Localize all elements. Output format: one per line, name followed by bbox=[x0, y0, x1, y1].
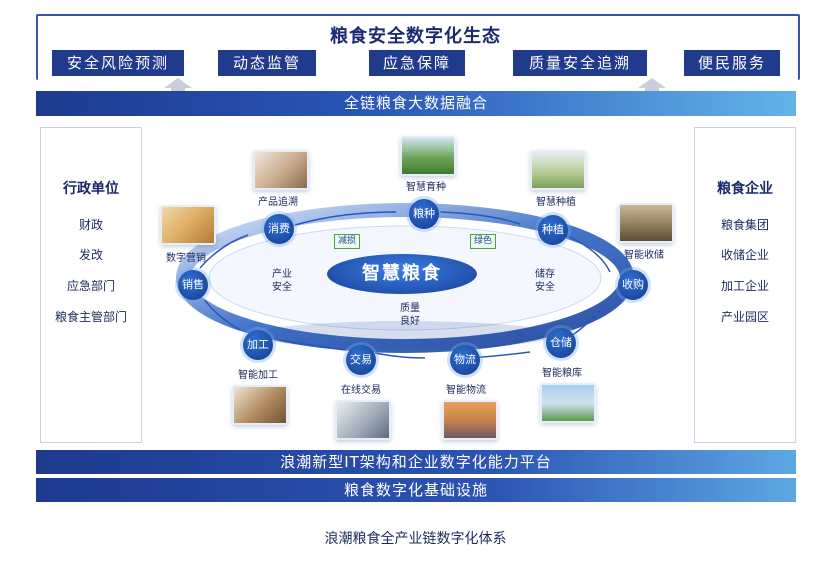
tag-green: 绿色 bbox=[470, 234, 497, 249]
inner-label-quality: 质量 良好 bbox=[400, 303, 420, 327]
inner-label-industry-safety: 产业 安全 bbox=[272, 269, 292, 293]
label-smart-breeding: 智慧育种 bbox=[406, 182, 446, 193]
node-seed: 粮种 bbox=[409, 199, 439, 229]
tab-emergency-support: 应急保障 bbox=[369, 50, 465, 76]
node-trading: 交易 bbox=[346, 345, 376, 375]
smart-grain-center: 智慧粮食 bbox=[327, 254, 477, 294]
arrow-connector bbox=[439, 211, 521, 225]
trading-photo bbox=[335, 400, 391, 440]
arrow-connector bbox=[374, 352, 426, 359]
label-product-traceability: 产品追溯 bbox=[258, 197, 298, 208]
list-item: 应急部门 bbox=[66, 279, 115, 293]
logistics-photo bbox=[442, 400, 498, 440]
marketing-photo bbox=[160, 205, 216, 245]
cycle-arrows bbox=[199, 211, 611, 359]
it-platform-bar: 浪潮新型IT架构和企业数字化能力平台 bbox=[36, 450, 796, 474]
tab-quality-traceability: 质量安全追溯 bbox=[513, 50, 647, 76]
arrow-connector bbox=[204, 299, 241, 331]
arrow-connector bbox=[279, 339, 346, 351]
granary-photo bbox=[540, 383, 596, 423]
planting-photo bbox=[530, 150, 586, 190]
ecosystem-frame bbox=[36, 14, 800, 80]
tab-public-service: 便民服务 bbox=[684, 50, 780, 76]
node-purchase: 收购 bbox=[618, 270, 648, 300]
list-item: 粮食集团 bbox=[720, 218, 769, 232]
node-consumption: 消费 bbox=[264, 214, 294, 244]
label-digital-marketing: 数字营销 bbox=[166, 253, 206, 264]
label-smart-planting: 智慧种植 bbox=[536, 197, 576, 208]
node-sales: 销售 bbox=[178, 270, 208, 300]
label-smart-storage-purchase: 智能收储 bbox=[624, 250, 664, 261]
label-smart-processing: 智能加工 bbox=[238, 370, 278, 381]
list-item: 粮食主管部门 bbox=[54, 310, 127, 324]
breeding-photo bbox=[400, 136, 456, 176]
label-online-trading: 在线交易 bbox=[341, 385, 381, 396]
infrastructure-bar: 粮食数字化基础设施 bbox=[36, 478, 796, 502]
traceability-photo bbox=[253, 150, 309, 190]
processing-photo bbox=[232, 385, 288, 425]
list-item: 财政 bbox=[78, 218, 103, 232]
tab-dynamic-supervision: 动态监管 bbox=[218, 50, 316, 76]
arrow-connector bbox=[559, 231, 611, 273]
node-warehouse: 仓储 bbox=[546, 328, 576, 358]
panel-title: 行政单位 bbox=[63, 181, 119, 197]
label-smart-granary: 智能粮库 bbox=[542, 368, 582, 379]
list-item: 加工企业 bbox=[720, 279, 769, 293]
label-smart-logistics: 智能物流 bbox=[446, 385, 486, 396]
data-fusion-bar: 全链粮食大数据融合 bbox=[36, 91, 796, 116]
list-item: 产业园区 bbox=[720, 310, 769, 324]
grain-enterprises-panel: 粮食企业 粮食集团 收储企业 加工企业 产业园区 bbox=[694, 127, 796, 443]
list-item: 收储企业 bbox=[720, 248, 769, 262]
inner-label-storage-safety: 储存 安全 bbox=[535, 269, 555, 293]
tag-loss-reduction: 减损 bbox=[334, 234, 361, 249]
arrow-connector bbox=[294, 211, 397, 226]
node-logistics: 物流 bbox=[450, 345, 480, 375]
figure-caption: 浪潮粮食全产业链数字化体系 bbox=[324, 531, 507, 547]
node-planting: 种植 bbox=[538, 215, 568, 245]
node-processing: 加工 bbox=[243, 330, 273, 360]
arrow-connector bbox=[199, 234, 249, 269]
list-item: 发改 bbox=[78, 248, 103, 262]
panel-title: 粮食企业 bbox=[717, 181, 773, 197]
ecosystem-title: 粮食安全数字化生态 bbox=[330, 26, 501, 47]
tab-risk-prediction: 安全风险预测 bbox=[52, 50, 184, 76]
harvest-photo bbox=[618, 203, 674, 243]
admin-units-panel: 行政单位 财政 发改 应急部门 粮食主管部门 bbox=[40, 127, 142, 443]
